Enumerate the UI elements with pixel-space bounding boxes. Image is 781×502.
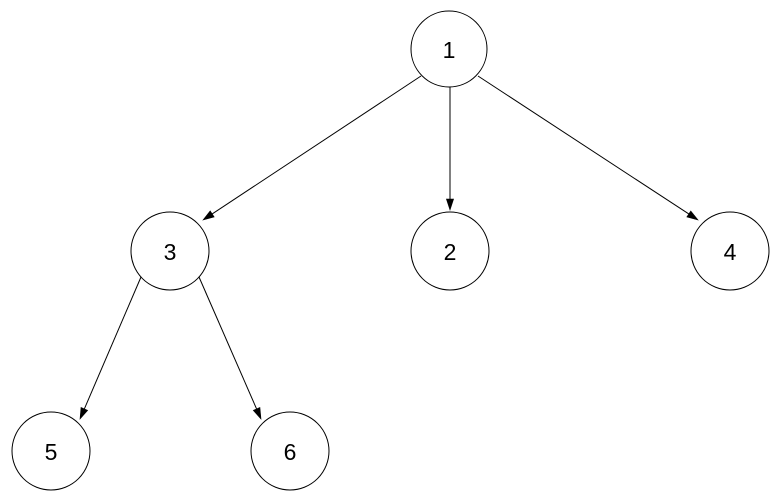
- graph-edge-3-to-6[interactable]: [198, 276, 262, 420]
- graph-edge-1-to-4[interactable]: [477, 75, 699, 221]
- edges-layer: [79, 75, 699, 420]
- graph-edge-1-to-2[interactable]: [445, 87, 455, 211]
- nodes-layer: 1 3 2 4 5 6: [11, 10, 770, 491]
- node-circle[interactable]: [690, 211, 770, 291]
- arrowhead-icon: [79, 407, 89, 420]
- edge-line: [83, 276, 142, 410]
- node-circle[interactable]: [11, 411, 91, 491]
- graph-edge-3-to-5[interactable]: [79, 276, 142, 420]
- graph-node-3[interactable]: 3: [130, 211, 210, 291]
- node-label: 6: [284, 439, 297, 465]
- edge-line: [198, 276, 258, 410]
- node-label: 3: [164, 239, 177, 265]
- graph-edge-1-to-3[interactable]: [202, 75, 422, 221]
- arrowhead-icon: [445, 198, 455, 211]
- node-circle[interactable]: [410, 211, 490, 291]
- node-circle[interactable]: [250, 411, 330, 491]
- graph-node-6[interactable]: 6: [250, 411, 330, 491]
- arrowhead-icon: [202, 210, 215, 221]
- graph-node-1[interactable]: 1: [410, 10, 488, 88]
- node-label: 2: [444, 239, 457, 265]
- node-label: 5: [45, 439, 58, 465]
- node-circle[interactable]: [130, 211, 210, 291]
- node-label: 1: [443, 37, 456, 63]
- node-label: 4: [724, 239, 737, 265]
- graph-node-5[interactable]: 5: [11, 411, 91, 491]
- node-circle[interactable]: [410, 10, 488, 88]
- edge-line: [477, 75, 690, 215]
- edge-line: [211, 75, 422, 215]
- graph-node-2[interactable]: 2: [410, 211, 490, 291]
- arrowhead-icon: [252, 407, 262, 420]
- graph-node-4[interactable]: 4: [690, 211, 770, 291]
- arrowhead-icon: [686, 210, 699, 221]
